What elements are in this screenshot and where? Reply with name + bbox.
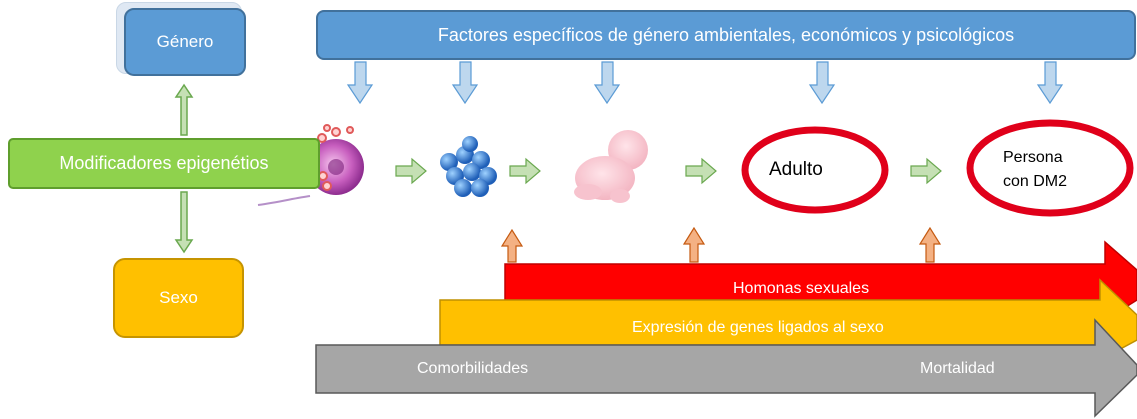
down-arrow-2 bbox=[451, 61, 479, 105]
comorbilidades-label: Comorbilidades bbox=[417, 360, 529, 377]
mortalidad-label: Mortalidad bbox=[920, 360, 995, 377]
sexo-label: Sexo bbox=[159, 288, 198, 307]
down-arrow-3 bbox=[593, 61, 621, 105]
right-arrow-1 bbox=[395, 157, 427, 185]
modificadores-sexo-connector bbox=[174, 191, 194, 254]
right-arrow-4 bbox=[910, 157, 942, 185]
fetus-icon bbox=[574, 130, 648, 203]
right-arrow-2 bbox=[509, 157, 541, 185]
down-arrow-4 bbox=[808, 61, 836, 105]
up-arrow-3 bbox=[918, 226, 942, 263]
right-arrow-3 bbox=[685, 157, 717, 185]
modificadores-label: Modificadores epigenétios bbox=[59, 153, 269, 173]
modificadores-box: Modificadores epigenétios bbox=[8, 138, 320, 189]
oocyte-sperm-icon bbox=[257, 124, 364, 206]
genero-modificadores-connector bbox=[174, 83, 194, 136]
adulto-label: Adulto bbox=[769, 159, 823, 180]
genero-label: Género bbox=[156, 32, 214, 51]
morula-icon bbox=[440, 136, 497, 197]
down-arrow-5 bbox=[1036, 61, 1064, 105]
persona-oval bbox=[966, 119, 1134, 217]
expresion-label: Expresión de genes ligados al sexo bbox=[632, 319, 884, 336]
sexo-box: Sexo bbox=[113, 258, 244, 338]
persona-label-line2: con DM2 bbox=[1003, 173, 1068, 190]
genero-box: Género bbox=[124, 8, 246, 76]
up-arrow-1 bbox=[500, 228, 524, 263]
up-arrow-2 bbox=[682, 226, 706, 263]
factores-box: Factores específicos de género ambiental… bbox=[316, 10, 1136, 60]
adulto-oval bbox=[741, 126, 889, 214]
down-arrow-1 bbox=[346, 61, 374, 105]
comorbilidades-band bbox=[315, 318, 1137, 418]
hormonas-label: Homonas sexuales bbox=[733, 280, 870, 297]
factores-label: Factores específicos de género ambiental… bbox=[437, 24, 1015, 45]
persona-label-line1: Persona bbox=[1003, 149, 1063, 166]
